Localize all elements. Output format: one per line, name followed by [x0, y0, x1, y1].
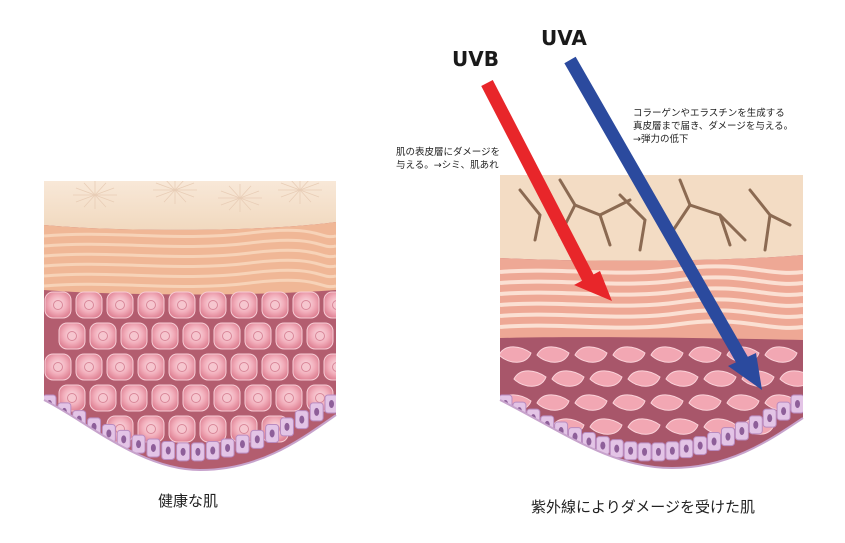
uva-note-line3: →弾力の低下 [633, 134, 689, 145]
uva-note-line1: コラーゲンやエラスチンを生成する [633, 108, 785, 119]
uvb-note-line1: 肌の表皮層にダメージを [396, 147, 501, 158]
uvb-note: 肌の表皮層にダメージを 与える。→シミ、肌あれ [396, 146, 500, 172]
damaged-skin-illustration [500, 175, 803, 468]
healthy-skin-caption: 健康な肌 [158, 492, 219, 510]
damaged-skin-caption: 紫外線によりダメージを受けた肌 [531, 498, 755, 516]
uvb-arrow [481, 80, 612, 301]
uva-note-line2: 真皮層まで届き、ダメージを与える。 [633, 121, 794, 132]
uva-arrow [564, 56, 762, 390]
uvb-note-line2: 与える。→シミ、肌あれ [396, 160, 499, 171]
healthy-skin-illustration [44, 181, 336, 470]
uva-note: コラーゲンやエラスチンを生成する 真皮層まで届き、ダメージを与える。 →弾力の低… [633, 107, 793, 146]
uvb-label: UVB [452, 47, 499, 71]
uva-label: UVA [541, 26, 587, 50]
